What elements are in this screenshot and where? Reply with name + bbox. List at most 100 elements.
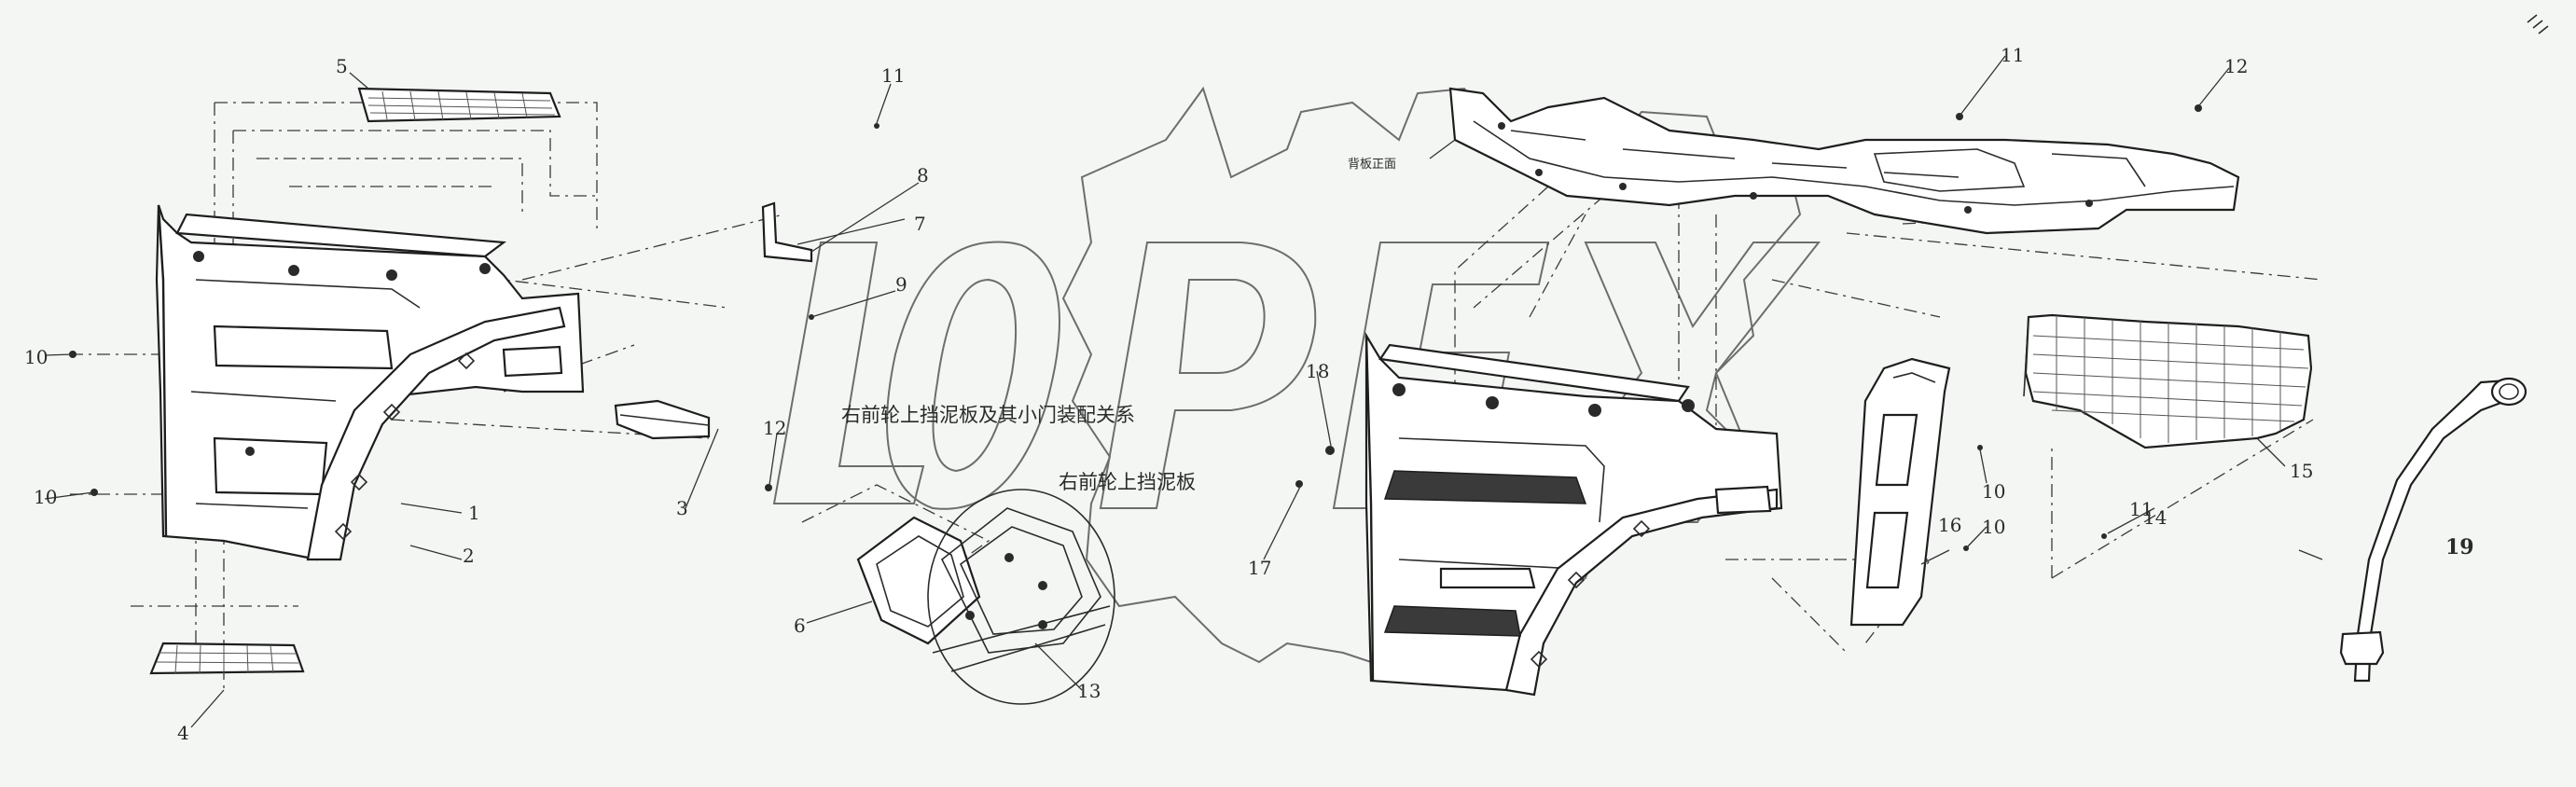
upper-fender-panel xyxy=(1448,87,2240,235)
screw xyxy=(1619,183,1627,190)
right-step-upper-trim xyxy=(1378,343,1690,403)
callout-4: 4 xyxy=(177,722,189,744)
callout-9: 9 xyxy=(895,273,907,296)
left-access-panel xyxy=(502,345,563,378)
mount-hole xyxy=(1392,383,1406,396)
fastener xyxy=(965,611,975,620)
callout-2: 2 xyxy=(463,545,475,567)
callout-12: 12 xyxy=(763,417,786,439)
vertical-panel-slot-upper xyxy=(1875,413,1918,487)
left-step-slot-upper xyxy=(213,324,394,370)
handrail-bottom-mount xyxy=(2339,630,2385,666)
right-access-panel xyxy=(1714,485,1772,515)
detail-circle xyxy=(927,489,1115,705)
callout-11-right-label: 11 xyxy=(2129,498,2153,520)
step-tread-upper-grid xyxy=(367,90,556,121)
right-arch-stars xyxy=(1530,519,1651,669)
step-tread-lower xyxy=(149,642,305,675)
screw xyxy=(1325,446,1335,455)
callout-6: 6 xyxy=(794,614,806,637)
screw xyxy=(1977,445,1983,450)
mount-hole xyxy=(479,263,491,274)
watermark-letter-p xyxy=(1099,242,1317,509)
mudguard-note: 右前轮上挡泥板 xyxy=(1059,471,1196,493)
small-panel-label: 背板正面 xyxy=(1348,158,1396,172)
assembly-line xyxy=(1846,232,2323,281)
assembly-line xyxy=(1529,214,1586,318)
step-tread-lower-grid xyxy=(156,644,299,674)
handrail xyxy=(2339,14,2549,683)
fastener xyxy=(1038,620,1047,629)
leader-lines xyxy=(44,55,2323,728)
fastener xyxy=(1038,581,1047,590)
screw xyxy=(2101,533,2107,539)
screw xyxy=(1498,122,1505,130)
callout-1: 1 xyxy=(468,502,480,524)
mount-hole xyxy=(193,251,204,262)
screw xyxy=(1964,206,1972,214)
callout-19: 19 xyxy=(2445,535,2474,559)
watermark-letter-l xyxy=(772,242,925,504)
mount-hole xyxy=(288,265,299,276)
callout-10: 10 xyxy=(34,486,57,508)
callout-10: 10 xyxy=(1982,480,2005,503)
small-door-detail xyxy=(801,484,1115,705)
assembly-line xyxy=(215,102,598,233)
callout-7: 7 xyxy=(914,213,926,235)
screw xyxy=(1750,192,1757,200)
arch-stars xyxy=(334,352,476,541)
vertical-panel-slot-lower xyxy=(1865,511,1909,589)
screw xyxy=(2085,200,2093,207)
screw xyxy=(1956,113,1963,120)
upper-panel-opening xyxy=(1873,148,2026,192)
screw xyxy=(1295,480,1303,488)
left-step-body xyxy=(155,204,585,561)
bolt xyxy=(90,489,98,496)
fastener xyxy=(1004,553,1014,562)
right-upper-step-tread xyxy=(1383,470,1587,504)
screw xyxy=(874,123,879,129)
handrail-top-mount-inner xyxy=(2499,383,2519,400)
right-lower-step-tread xyxy=(1383,605,1521,637)
diagram-notes: 右前轮上挡泥板及其小门装配关系 右前轮上挡泥板 背板正面 xyxy=(841,158,1396,493)
right-step-assembly xyxy=(1295,87,2323,697)
small-door-panel xyxy=(856,516,981,645)
screw xyxy=(2195,104,2202,112)
callout-14: 14 xyxy=(2143,506,2167,529)
rear-grid-lines xyxy=(2032,317,2309,443)
mount-hole xyxy=(245,447,255,456)
right-side-bracket xyxy=(1439,567,1536,589)
mount-hole xyxy=(386,269,397,281)
left-upper-trim xyxy=(175,213,506,258)
right-step-outer-edge xyxy=(1364,335,1375,682)
callout-5: 5 xyxy=(336,55,348,77)
assembly-line xyxy=(521,214,784,281)
left-step-outer-edge xyxy=(157,204,168,537)
callout-15: 15 xyxy=(2290,460,2313,482)
callout-11: 11 xyxy=(881,64,905,87)
callout-18: 18 xyxy=(1306,360,1329,382)
mount-hole xyxy=(1486,396,1499,409)
assembly-relation-note: 右前轮上挡泥板及其小门装配关系 xyxy=(841,404,1135,426)
callout-3: 3 xyxy=(676,497,688,519)
left-step-assembly xyxy=(69,87,879,690)
assembly-line xyxy=(1473,195,1605,309)
angle-clip xyxy=(761,201,813,263)
step-tread-upper xyxy=(357,87,561,123)
assembly-line xyxy=(2051,419,2314,579)
callout-8: 8 xyxy=(917,164,929,186)
watermark-letter-o xyxy=(886,241,1060,510)
callout-10: 10 xyxy=(1982,516,2005,538)
mount-hole xyxy=(1682,399,1695,412)
callout-11-right: 11 xyxy=(2129,498,2153,520)
callout-12: 12 xyxy=(2224,55,2248,77)
callout-13: 13 xyxy=(1077,680,1101,702)
mount-hole xyxy=(1588,404,1601,417)
assembly-line xyxy=(1771,279,1941,318)
left-step-slot-lower xyxy=(213,436,328,496)
vertical-trim-panel xyxy=(1849,357,1951,627)
callout-10: 10 xyxy=(24,346,48,368)
screw xyxy=(1535,169,1543,176)
